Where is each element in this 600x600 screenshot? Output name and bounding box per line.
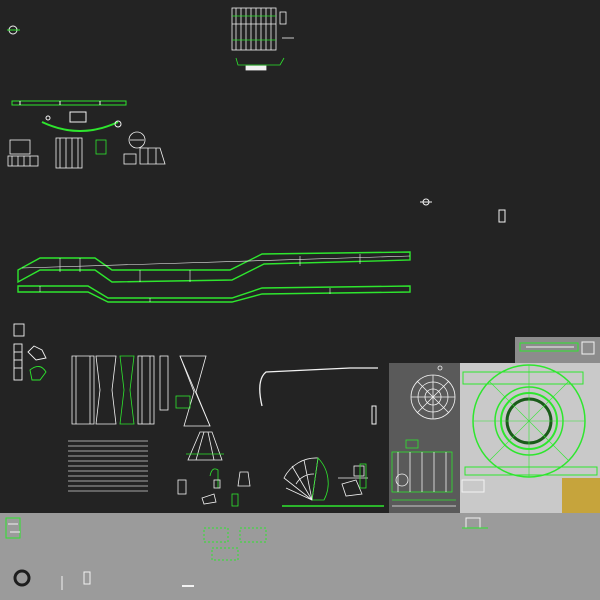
arch-uv-island xyxy=(11,100,127,132)
fan-sector-uv-island xyxy=(282,457,384,507)
small-emblem-icon xyxy=(7,25,20,35)
tall-panel-uv-islands xyxy=(71,355,211,427)
lower-grey-panel xyxy=(0,513,600,600)
grille-uv-island xyxy=(231,7,294,71)
gold-swatch xyxy=(562,478,600,513)
small-marker-icons xyxy=(420,198,506,223)
frame-rail-uv-island xyxy=(17,251,411,303)
pyramid-uv-island xyxy=(177,431,251,507)
right-light-panel xyxy=(460,363,600,478)
small-strip xyxy=(371,405,377,425)
slat-pad-uv-island xyxy=(68,440,148,492)
round-hub-wireframe-icon xyxy=(391,365,456,507)
circular-hub-wireframe-icon xyxy=(461,364,598,493)
cross-part-uv-island xyxy=(338,463,368,497)
small-parts-uv-islands xyxy=(13,323,47,381)
fence-uv-islands xyxy=(7,131,166,169)
lower-panel-uv-islands xyxy=(5,517,488,590)
pill-tile-uv-island xyxy=(519,341,595,355)
tube-curve-uv-island xyxy=(259,367,378,407)
top-right-grey-tile xyxy=(515,337,600,363)
